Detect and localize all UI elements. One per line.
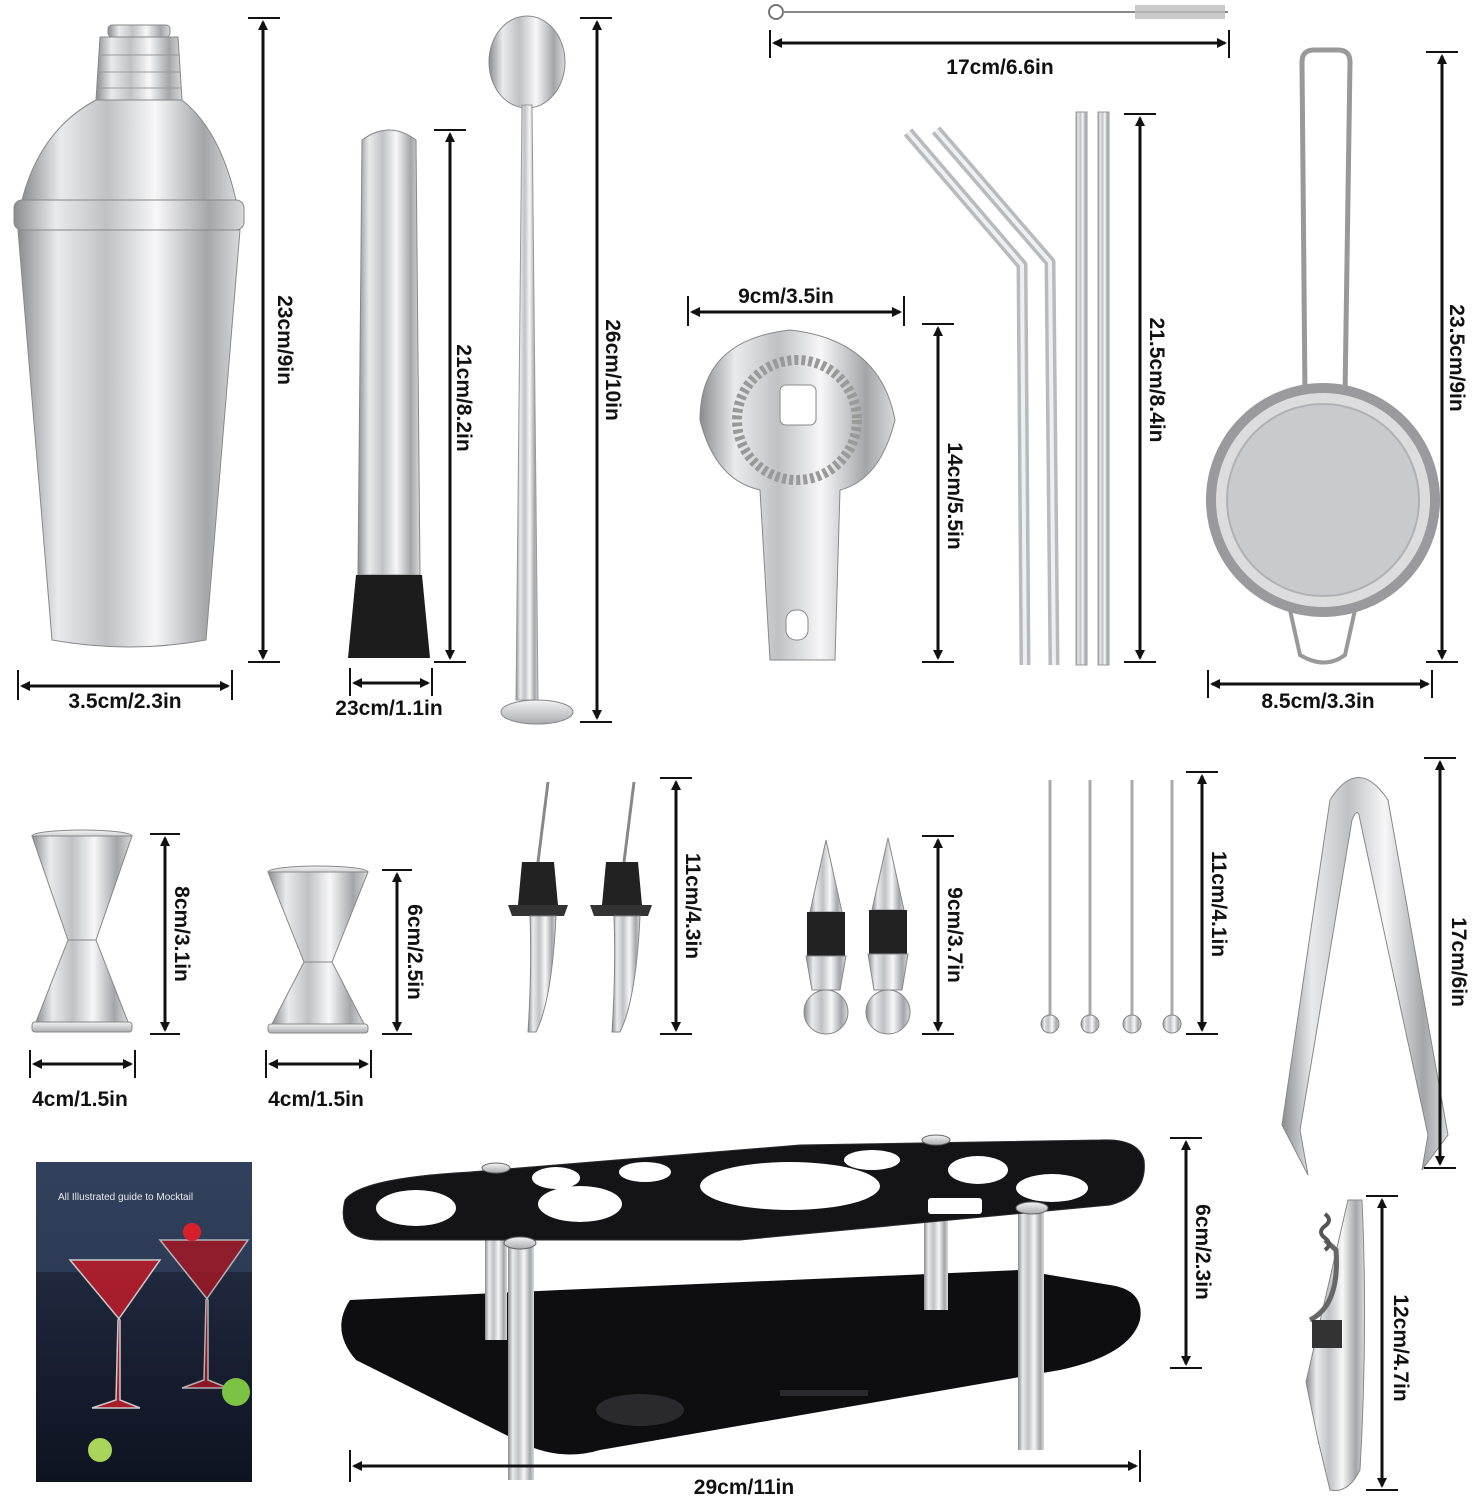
straw-brush [768, 4, 1228, 20]
stoppers-height-label: 9cm/3.7in [943, 887, 966, 983]
stand-width-label: 29cm/11in [694, 1476, 794, 1499]
jigger-large-height-label: 8cm/3.1in [170, 886, 193, 982]
waiters-corkscrew [1305, 1199, 1366, 1492]
fine-mesh-sieve [1206, 47, 1440, 665]
brush-length-dimension: 17cm/6.6in [769, 30, 1230, 79]
lime-slice-image [222, 1378, 250, 1406]
jigger-small-height-label: 6cm/2.5in [403, 904, 426, 1000]
jigger-large-width-label: 4cm/1.5in [32, 1088, 128, 1111]
muddler-width-label: 23cm/1.1in [335, 697, 442, 720]
shaker-width-label: 3.5cm/2.3in [68, 690, 181, 713]
lime-slice-image-2 [88, 1438, 112, 1462]
muddler [348, 129, 430, 658]
brush-length-label: 17cm/6.6in [946, 56, 1053, 79]
straws-height-dimension: 21.5cm/8.4in [1124, 113, 1168, 663]
sieve-height-label: 23.5cm/9in [1445, 304, 1468, 411]
jigger-small-height-dimension: 6cm/2.5in [382, 869, 426, 1035]
book-title: All Illustrated guide to Mocktail [58, 1192, 193, 1203]
tongs-height-label: 17cm/6in [1447, 917, 1470, 1007]
liquor-pourers [508, 781, 652, 1033]
jigger-small-width-label: 4cm/1.5in [268, 1088, 364, 1111]
stoppers-height-dimension: 9cm/3.7in [922, 835, 966, 1035]
tongs-height-dimension: 17cm/6in [1424, 757, 1470, 1169]
bar-spoon [488, 15, 574, 725]
jigger-small-width-dimension: 4cm/1.5in [265, 1050, 372, 1111]
cocktail-picks [1040, 780, 1182, 1034]
sieve-width-dimension: 8.5cm/3.3in [1207, 670, 1433, 713]
hawthorne-width-label: 9cm/3.5in [738, 285, 834, 308]
muddler-height-label: 21cm/8.2in [452, 344, 475, 451]
metal-straws [903, 111, 1110, 666]
spoon-height-dimension: 26cm/10in [580, 17, 624, 723]
sieve-width-label: 8.5cm/3.3in [1261, 690, 1374, 713]
muddler-width-dimension: 23cm/1.1in [335, 668, 443, 720]
sieve-height-dimension: 23.5cm/9in [1426, 51, 1468, 663]
cocktail-shaker [13, 24, 245, 648]
martini-glass-image [68, 1259, 162, 1409]
shaker-width-dimension: 3.5cm/2.3in [17, 670, 233, 713]
shaker-height-dimension: 23cm/9in [248, 17, 296, 663]
jigger-large-height-dimension: 8cm/3.1in [150, 833, 193, 1035]
corkscrew-height-label: 12cm/4.7in [1389, 1294, 1412, 1401]
stand-width-dimension: 29cm/11in [349, 1450, 1141, 1499]
hawthorne-width-dimension: 9cm/3.5in [687, 285, 905, 326]
straws-height-label: 21.5cm/8.4in [1145, 318, 1168, 443]
stand-height-label: 6cm/2.3in [1191, 1204, 1214, 1300]
hawthorne-strainer [699, 329, 896, 661]
picks-height-dimension: 11cm/4.1in [1186, 771, 1230, 1035]
stand-height-dimension: 6cm/2.3in [1170, 1137, 1214, 1369]
spoon-height-label: 26cm/10in [601, 319, 624, 421]
ice-tongs [1281, 777, 1449, 1176]
bar-tool-stand [341, 1134, 1145, 1480]
shaker-height-label: 23cm/9in [273, 295, 296, 385]
wine-stoppers [803, 837, 911, 1035]
cherry-image [183, 1223, 201, 1241]
martini-glass-image-2 [158, 1239, 250, 1389]
recipe-book: All Illustrated guide to Mocktail [36, 1162, 252, 1482]
pourers-height-label: 11cm/4.3in [681, 853, 704, 959]
pourers-height-dimension: 11cm/4.3in [660, 777, 704, 1035]
picks-height-label: 11cm/4.1in [1207, 851, 1230, 957]
jigger-large-width-dimension: 4cm/1.5in [29, 1050, 136, 1111]
muddler-height-dimension: 21cm/8.2in [434, 129, 475, 663]
jigger-large [31, 829, 133, 1033]
corkscrew-height-dimension: 12cm/4.7in [1366, 1195, 1412, 1491]
hawthorne-height-label: 14cm/5.5in [943, 442, 966, 549]
hawthorne-height-dimension: 14cm/5.5in [922, 323, 966, 663]
jigger-small [267, 865, 369, 1034]
